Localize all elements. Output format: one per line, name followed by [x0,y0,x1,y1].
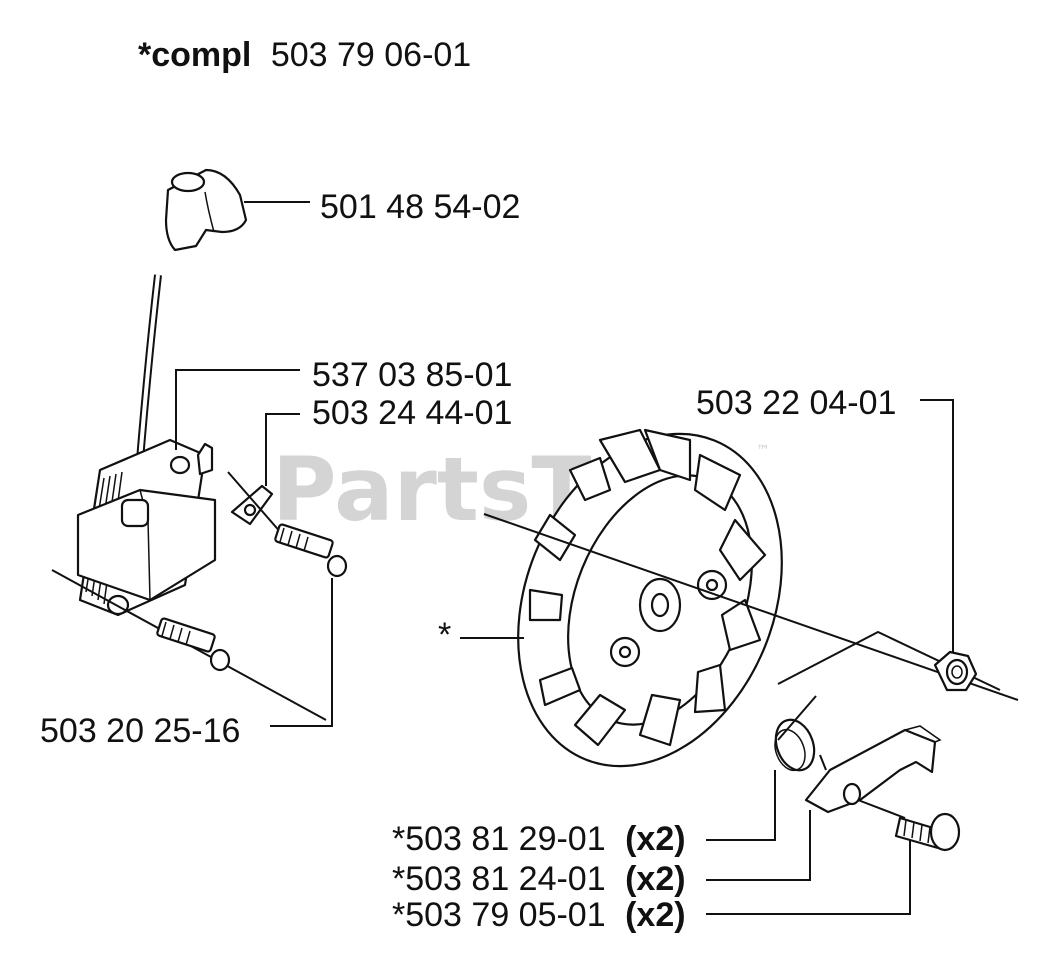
label-spring-number: *503 81 29-01 [392,820,606,858]
label-pin-number: *503 79 05-01 [392,896,606,934]
label-pawl: *503 81 24-01 (x2) [392,860,686,898]
label-spark-plug-cap: 501 48 54-02 [320,188,520,226]
pawl-part[interactable] [804,725,942,814]
leader-terminal [265,413,300,486]
label-pawl-number: *503 81 24-01 [392,860,606,898]
leader-nut [920,399,954,652]
spring-part[interactable] [769,714,827,775]
label-screws: 503 20 25-16 [40,712,240,750]
assembly-title: *compl 503 79 06-01 [138,36,471,74]
axis-line-flywheel [483,513,1019,701]
leader-pawl [706,810,811,881]
label-nut: 503 22 04-01 [696,384,896,422]
label-spring-qty: (x2) [625,820,685,858]
leader-ignition-module [175,369,300,450]
label-spring: *503 81 29-01 (x2) [392,820,686,858]
watermark-trademark: ™ [756,443,770,459]
axis-line-upper [227,471,283,535]
screw-lower-part[interactable] [156,617,231,672]
label-ignition-module: 537 03 85-01 [312,356,512,394]
assembly-title-number: 503 79 06-01 [271,36,471,74]
terminal-part[interactable] [230,484,274,526]
leader-spring [706,770,776,841]
flywheel-part[interactable] [471,394,830,806]
assembly-title-prefix: *compl [138,36,251,74]
label-flywheel-star: * [438,616,451,654]
spark-plug-cap-part[interactable] [164,168,248,252]
label-terminal: 503 24 44-01 [312,394,512,432]
label-pin: *503 79 05-01 (x2) [392,896,686,934]
screw-upper-part[interactable] [274,523,348,578]
nut-part[interactable] [933,650,978,692]
axis-line-spring [777,695,817,741]
label-pin-qty: (x2) [625,896,685,934]
leader-pin [706,840,911,915]
pin-part[interactable] [857,799,961,852]
label-pawl-qty: (x2) [625,860,685,898]
ignition-module-part[interactable] [76,438,217,617]
leader-screws [270,578,333,727]
